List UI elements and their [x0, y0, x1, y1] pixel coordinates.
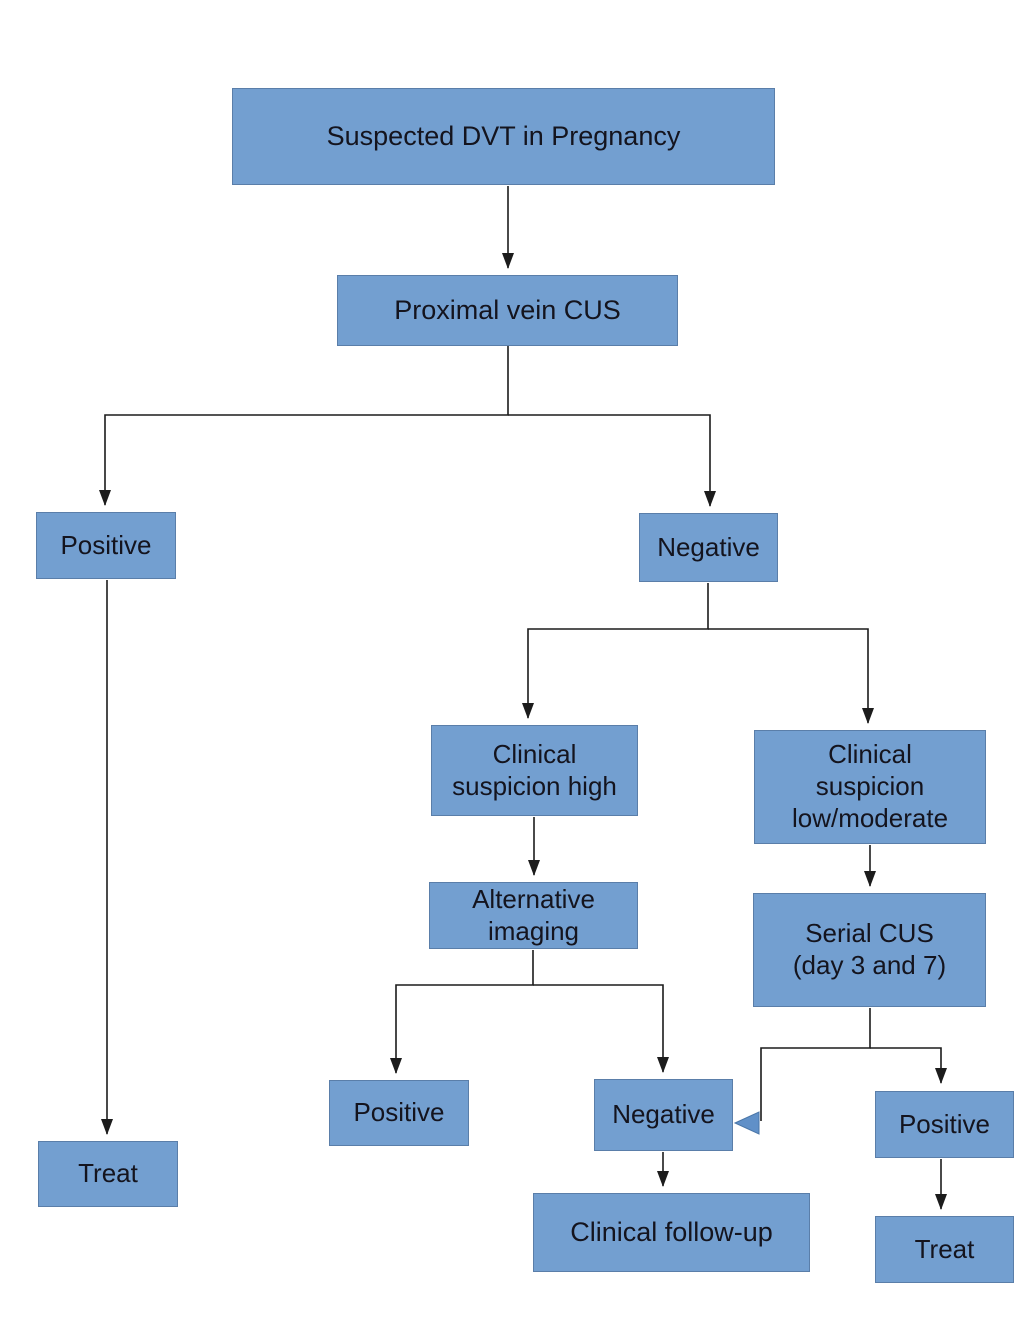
node-serial-cus: Serial CUS (day 3 and 7) — [753, 893, 986, 1007]
edge-negative-to-suspicion-lowmod — [708, 628, 874, 724]
serial-negative-arrowhead-icon — [733, 1111, 760, 1135]
node-cus-positive: Positive — [36, 512, 176, 579]
node-imaging-positive: Positive — [329, 1080, 469, 1146]
node-clinical-followup: Clinical follow-up — [533, 1193, 810, 1272]
edge-serial-to-negative — [760, 1008, 871, 1121]
node-alternative-imaging: Alternative imaging — [429, 882, 638, 949]
node-label: Treat — [78, 1158, 138, 1189]
node-suspected-dvt: Suspected DVT in Pregnancy — [232, 88, 775, 185]
node-clinical-suspicion-low-moderate: Clinical suspicion low/moderate — [754, 730, 986, 844]
edge-serial-to-positive — [870, 1047, 947, 1084]
node-label: Proximal vein CUS — [394, 295, 621, 326]
edge-proximal-to-positive — [99, 346, 509, 506]
node-label: Positive — [60, 529, 152, 560]
edge-imaging-to-positive — [390, 950, 534, 1074]
node-serial-positive: Positive — [875, 1091, 1014, 1158]
node-label: Treat — [914, 1233, 975, 1264]
node-proximal-vein-cus: Proximal vein CUS — [337, 275, 678, 346]
node-treat-right: Treat — [875, 1216, 1014, 1283]
node-label: Positive — [353, 1097, 445, 1128]
node-label: Positive — [898, 1108, 991, 1139]
node-label: Clinical follow-up — [570, 1217, 773, 1248]
node-label: Negative — [612, 1099, 715, 1130]
node-label: Alternative imaging — [472, 883, 595, 946]
node-label: Clinical suspicion high — [452, 738, 617, 801]
node-label: Clinical suspicion low/moderate — [791, 739, 949, 833]
node-label: Negative — [657, 531, 760, 562]
node-treat-left: Treat — [38, 1141, 178, 1207]
edge-proximal-to-negative — [508, 414, 716, 507]
edge-negative-to-suspicion-high — [522, 583, 709, 719]
node-label: Suspected DVT in Pregnancy — [326, 121, 681, 152]
node-imaging-negative: Negative — [594, 1079, 733, 1151]
edge-imaging-to-negative — [533, 984, 669, 1073]
node-label: Serial CUS (day 3 and 7) — [792, 918, 947, 980]
node-clinical-suspicion-high: Clinical suspicion high — [431, 725, 638, 816]
node-cus-negative: Negative — [639, 513, 778, 582]
